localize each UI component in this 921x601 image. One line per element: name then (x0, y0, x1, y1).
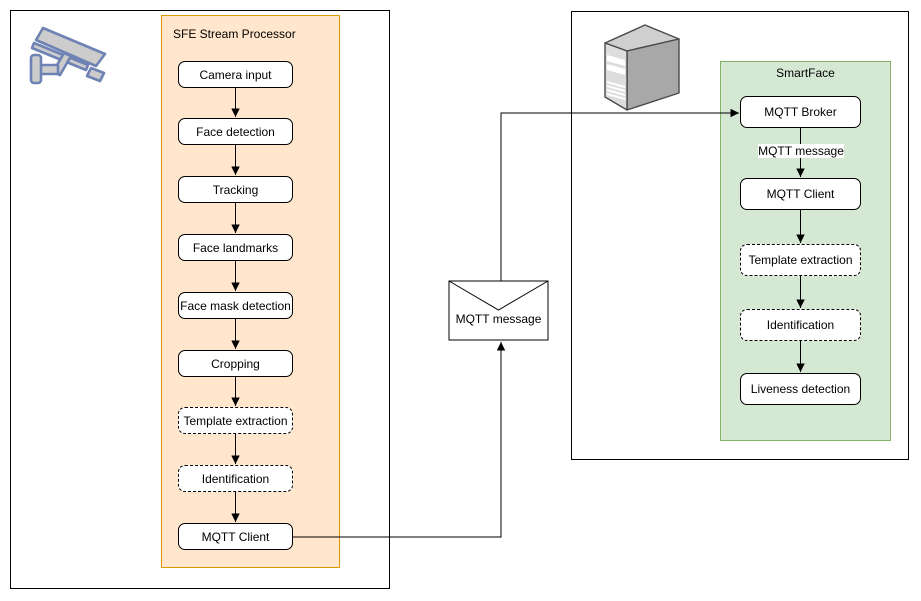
envelope-label: MQTT message (455, 312, 542, 326)
server-icon (604, 24, 680, 111)
cctv-camera-icon (29, 26, 107, 85)
mqtt-message-edge-label: MQTT message (758, 144, 844, 158)
sfe-container-title: SFE Stream Processor (173, 27, 296, 41)
node-camera-input: Camera input (178, 61, 293, 88)
envelope-icon (448, 280, 549, 341)
node-identification-sfe: Identification (178, 465, 293, 492)
node-face-landmarks: Face landmarks (178, 234, 293, 261)
node-identification-smartface: Identification (740, 309, 861, 341)
node-template-extraction-smartface: Template extraction (740, 244, 861, 276)
node-mqtt-client-sfe: MQTT Client (178, 523, 293, 550)
node-mqtt-client-smartface: MQTT Client (740, 178, 861, 210)
node-face-detection: Face detection (178, 118, 293, 145)
node-face-mask-detection: Face mask detection (178, 292, 293, 319)
smartface-container-title: SmartFace (776, 66, 835, 80)
node-liveness-detection: Liveness detection (740, 373, 861, 405)
node-mqtt-broker: MQTT Broker (740, 96, 861, 128)
node-cropping: Cropping (178, 350, 293, 377)
node-template-extraction-sfe: Template extraction (178, 407, 293, 434)
node-tracking: Tracking (178, 176, 293, 203)
